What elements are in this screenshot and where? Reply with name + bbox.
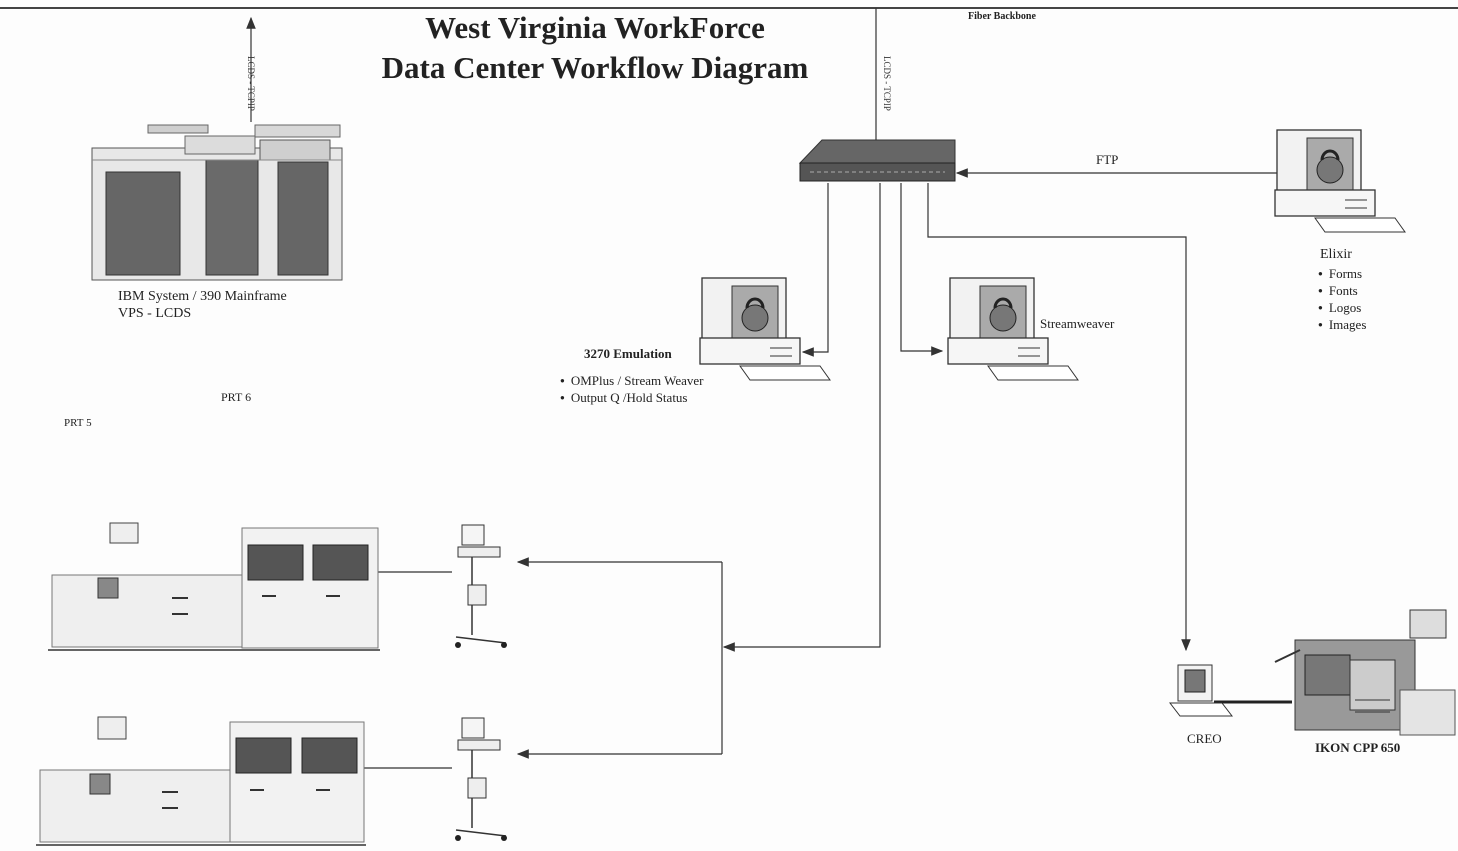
mainframe-label-2: VPS - LCDS <box>118 306 191 322</box>
mainframe-icon <box>92 125 342 280</box>
emulation-bullet: Output Q /Hold Status <box>560 389 704 406</box>
printer-icon <box>48 523 380 650</box>
backbone-link-label: LCDS - TCPIP <box>882 56 892 111</box>
emulation-bullet: OMPlus / Stream Weaver <box>560 372 704 389</box>
ikon-label: IKON CPP 650 <box>1315 740 1400 756</box>
mainframe-link-label: LCDS - TCPIP <box>246 56 256 111</box>
elixir-bullet: Logos <box>1318 299 1366 316</box>
elixir-bullet: Images <box>1318 316 1366 333</box>
workstation-lock-icon <box>1275 130 1405 232</box>
prt6-label: PRT 6 <box>221 390 251 405</box>
creo-label: CREO <box>1187 731 1222 747</box>
mainframe-label-1: IBM System / 390 Mainframe <box>118 289 287 305</box>
emulation-label: 3270 Emulation <box>584 346 672 362</box>
network-switch-icon <box>800 140 955 181</box>
link-emulation <box>803 183 828 352</box>
link-creo <box>928 183 1186 650</box>
printer-stand-icon <box>455 525 507 648</box>
ftp-label: FTP <box>1096 152 1118 168</box>
emulation-bullets: OMPlus / Stream Weaver Output Q /Hold St… <box>560 372 704 406</box>
link-streamweaver <box>901 183 942 351</box>
elixir-bullet: Forms <box>1318 265 1366 282</box>
fiber-backbone-label: Fiber Backbone <box>968 11 1036 22</box>
elixir-bullets: Forms Fonts Logos Images <box>1318 265 1366 333</box>
elixir-label: Elixir <box>1320 247 1352 263</box>
printer-icon <box>36 717 366 845</box>
streamweaver-label: Streamweaver <box>1040 316 1114 332</box>
creo-server-icon <box>1170 665 1232 716</box>
elixir-bullet: Fonts <box>1318 282 1366 299</box>
link-printers <box>724 183 880 647</box>
printer-stand-icon <box>455 718 507 841</box>
prt5-label: PRT 5 <box>64 417 92 429</box>
copier-icon <box>1275 610 1455 735</box>
workstation-lock-icon <box>700 278 830 380</box>
